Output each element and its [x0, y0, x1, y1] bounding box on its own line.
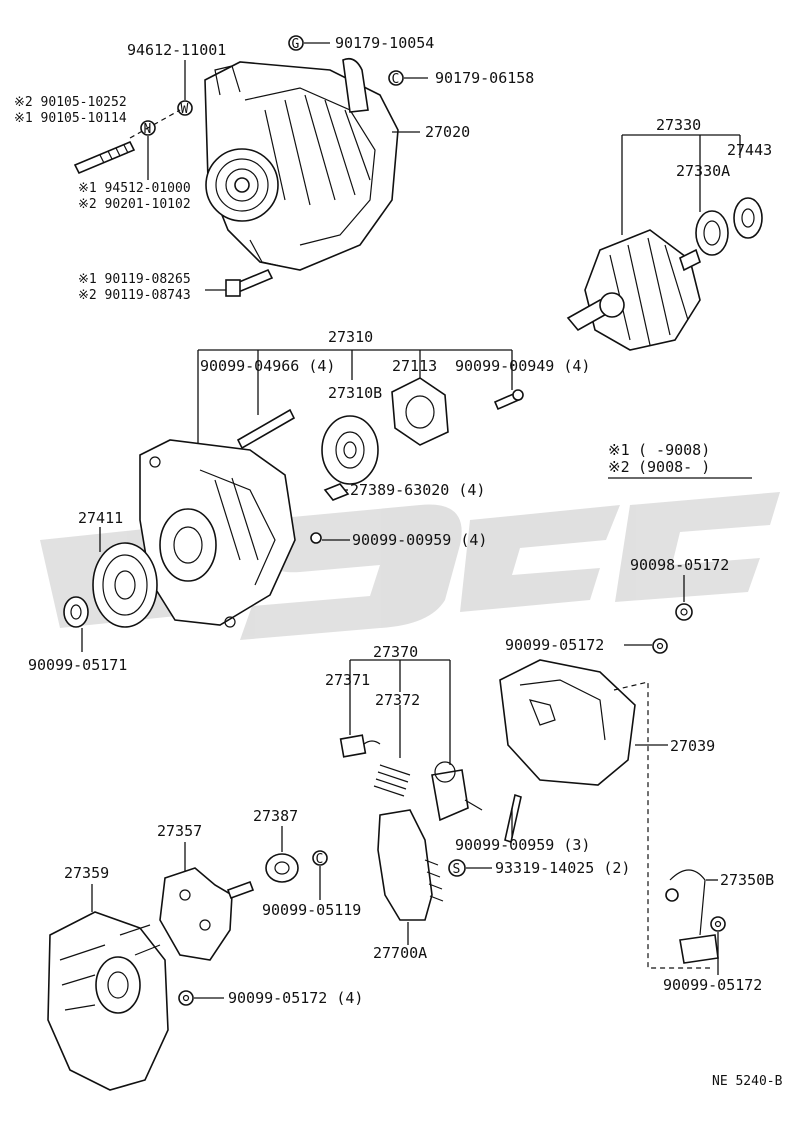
rectifier-end-frame-27359	[47, 911, 169, 1091]
nut-90099-05172-b	[710, 916, 726, 932]
washer-w-icon: W	[177, 100, 193, 117]
brush-holder-27370	[431, 761, 483, 822]
callout-27020: 27020	[425, 123, 470, 141]
nut-90099-05172-a	[652, 638, 668, 654]
legend-row1-range: ( -9008)	[638, 441, 710, 459]
brush-27371	[339, 734, 381, 758]
screw-90099-00959-b	[504, 793, 522, 844]
legend-row1-mark: ※1	[608, 441, 630, 459]
legend-row2-mark: ※2	[608, 458, 630, 476]
callout-27310: 27310	[328, 328, 373, 346]
bearing-27310B	[321, 415, 379, 485]
regulator-27700A	[377, 809, 444, 921]
bearing-27330A	[695, 210, 729, 256]
callout-94612-11001: 94612-11001	[127, 41, 226, 59]
retainer-27113	[391, 377, 449, 446]
svg-text:W: W	[181, 102, 189, 117]
callout-27370: 27370	[373, 643, 418, 661]
callout-27330: 27330	[656, 116, 701, 134]
svg-text:S: S	[453, 862, 461, 877]
callout-94512-01000: ※1 94512-01000	[78, 181, 191, 196]
callout-90119-08265: ※1 90119-08265	[78, 272, 191, 287]
spring-27372	[373, 764, 411, 797]
rear-cover-27039	[499, 659, 636, 786]
callout-90099-05119: 90099-05119	[262, 901, 361, 919]
callout-27350B: 27350B	[720, 871, 774, 889]
callout-27330A: 27330A	[676, 162, 730, 180]
callout-90099-00949: 90099-00949 (4)	[455, 357, 590, 375]
cover-27443	[733, 197, 763, 239]
callout-90105-10252: ※2 90105-10252	[14, 95, 127, 110]
callout-27389-63020: 27389-63020 (4)	[350, 481, 485, 499]
nut-cc-icon: C	[312, 850, 328, 867]
legend-row2-range: (9008- )	[638, 458, 710, 476]
nut-c-icon: C	[388, 70, 404, 87]
svg-text:C: C	[316, 852, 324, 867]
callout-90098-05172: 90098-05172	[630, 556, 729, 574]
callout-27359: 27359	[64, 864, 109, 882]
svg-text:N: N	[144, 122, 152, 137]
terminal-27350B	[665, 869, 719, 964]
rectifier-27357	[159, 867, 255, 961]
washer-n-icon: N	[140, 120, 156, 137]
callout-27443: 27443	[727, 141, 772, 159]
callout-90105-10114: ※1 90105-10114	[14, 111, 127, 126]
pulley-27411	[92, 542, 158, 628]
bolt-90099-04966	[236, 408, 296, 450]
screw-90099-00949	[493, 389, 524, 411]
callout-27371: 27371	[325, 671, 370, 689]
insulator-27387	[265, 853, 299, 883]
nut-90099-05172-4	[178, 990, 194, 1006]
callout-27039: 27039	[670, 737, 715, 755]
callout-90201-10102: ※2 90201-10102	[78, 197, 191, 212]
figure-code: NE 5240-B	[712, 1074, 783, 1089]
callout-90099-05172-4: 90099-05172 (4)	[228, 989, 363, 1007]
callout-90099-00959-4: 90099-00959 (4)	[352, 531, 487, 549]
callout-90099-05172-b: 90099-05172	[663, 976, 762, 994]
screw-s-icon: S	[448, 859, 466, 877]
callout-27310B: 27310B	[328, 384, 382, 402]
rotor-27330	[566, 229, 701, 351]
drive-end-frame-27310	[139, 439, 296, 628]
callout-90119-08743: ※2 90119-08743	[78, 288, 191, 303]
legend: ※1 ( -9008) ※2 (9008- )	[608, 441, 752, 479]
bolt-90119	[225, 268, 274, 297]
callout-27411: 27411	[78, 509, 123, 527]
callout-27700A: 27700A	[373, 944, 427, 962]
callout-27357: 27357	[157, 822, 202, 840]
nut-90098-05172	[675, 603, 693, 621]
svg-text:G: G	[292, 37, 300, 52]
through-bolt	[73, 140, 136, 175]
callout-90099-04966: 90099-04966 (4)	[200, 357, 335, 375]
clip-27389	[323, 483, 350, 501]
callout-90179-06158: 90179-06158	[435, 69, 534, 87]
callout-90099-05171: 90099-05171	[28, 656, 127, 674]
alternator-assembly-27020	[204, 57, 399, 271]
callout-27113: 27113	[392, 357, 437, 375]
nut-g-icon: G	[288, 35, 304, 52]
callout-90099-00959-3: 90099-00959 (3)	[455, 836, 590, 854]
callout-27372: 27372	[375, 691, 420, 709]
screw-90099-00959	[310, 532, 322, 544]
svg-text:C: C	[392, 72, 400, 87]
callout-90099-05172-a: 90099-05172	[505, 636, 604, 654]
nut-90099-05171	[63, 596, 89, 628]
callout-90179-10054: 90179-10054	[335, 34, 434, 52]
callout-27387: 27387	[253, 807, 298, 825]
callout-93319-14025: 93319-14025 (2)	[495, 859, 630, 877]
